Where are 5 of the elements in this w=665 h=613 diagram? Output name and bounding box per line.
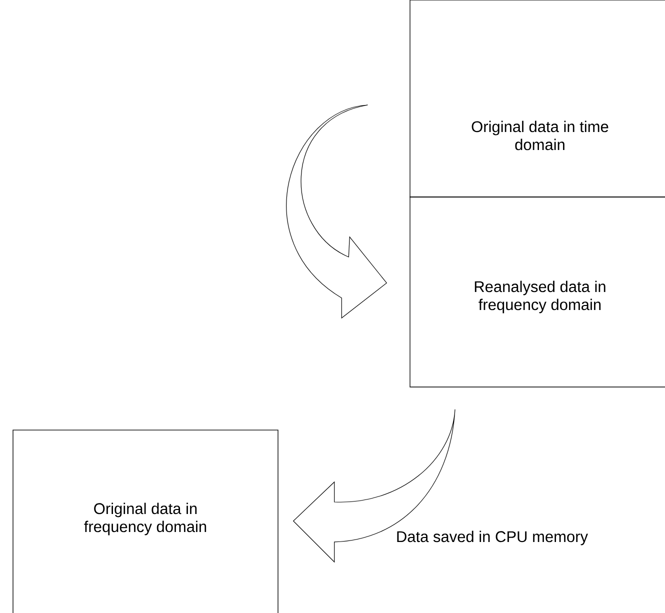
- text-box: Original data in time domain: [410, 0, 665, 198]
- curved-block-arrow: [293, 409, 456, 562]
- text-box: Reanalysed data in frequency domain: [410, 196, 665, 388]
- edge-label: Data saved in CPU memory: [394, 530, 590, 546]
- text-box: Original data in frequency domain: [12, 430, 278, 613]
